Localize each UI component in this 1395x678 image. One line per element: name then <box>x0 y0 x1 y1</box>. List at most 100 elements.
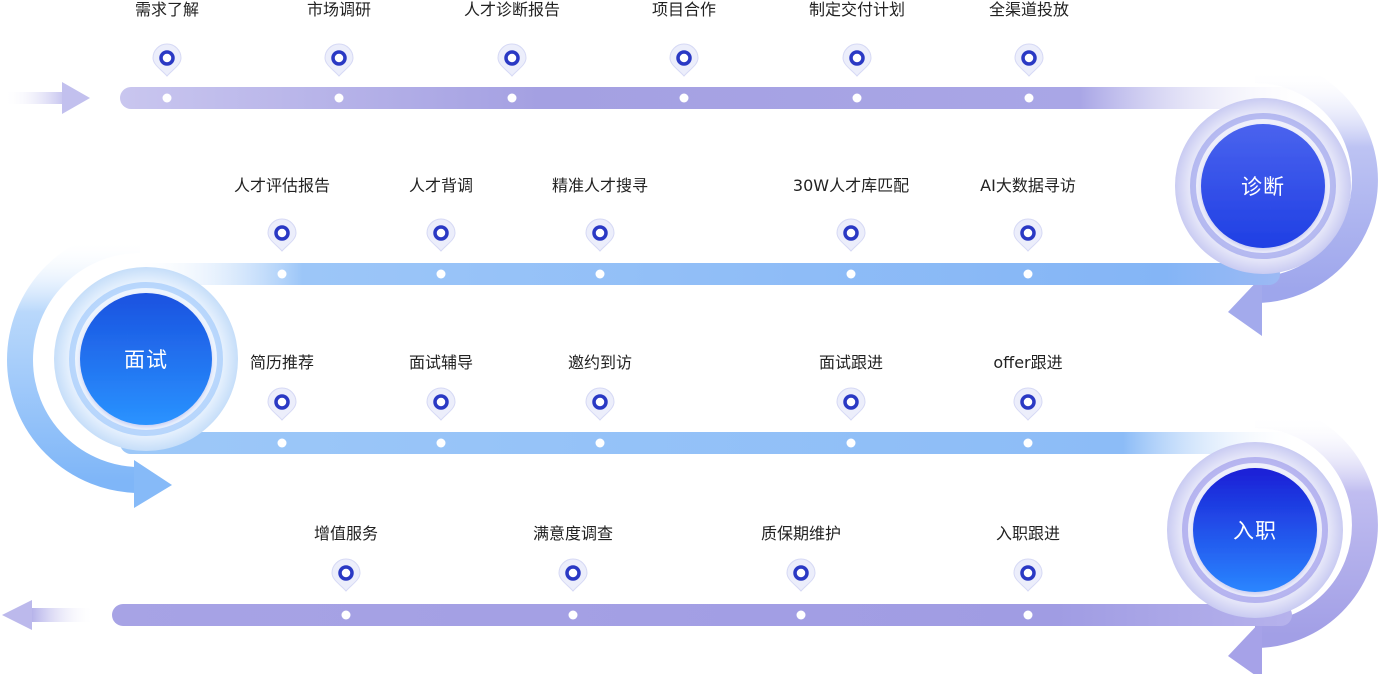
step-label: 质保期维护 <box>760 524 842 543</box>
pin-center <box>159 50 175 66</box>
step-marker <box>558 558 588 620</box>
step-label: 项目合作 <box>651 0 717 19</box>
step-marker <box>836 218 866 279</box>
pin-center <box>274 225 290 241</box>
pin-center <box>1020 394 1036 410</box>
step-label: 满意度调查 <box>532 524 614 543</box>
track-dot <box>1023 438 1033 448</box>
step-marker <box>786 558 816 620</box>
steps-layer <box>152 43 1044 620</box>
step-label: 制定交付计划 <box>808 0 906 19</box>
stage-node-onboard <box>1167 442 1343 618</box>
pin-center <box>331 50 347 66</box>
stage-core <box>1193 468 1317 592</box>
track-dot <box>436 438 446 448</box>
step-label: 面试跟进 <box>818 353 884 372</box>
stage-ring <box>1190 113 1336 259</box>
step-marker <box>497 43 527 103</box>
track-dot <box>796 610 806 620</box>
stage-core <box>1201 124 1325 248</box>
step-label: 30W人才库匹配 <box>792 176 910 195</box>
track-dot <box>162 93 172 103</box>
step-marker <box>152 43 182 103</box>
track-dot <box>852 93 862 103</box>
step-label: offer跟进 <box>993 353 1063 372</box>
track-dot <box>277 438 287 448</box>
step-marker <box>331 558 361 620</box>
pin-center <box>1020 225 1036 241</box>
pin-center <box>849 50 865 66</box>
step-marker <box>669 43 699 103</box>
step-label: 入职跟进 <box>995 524 1061 543</box>
pin-center <box>338 565 354 581</box>
track-dot <box>595 438 605 448</box>
stage-ring <box>1182 457 1328 603</box>
track-dot <box>277 269 287 279</box>
step-label: 全渠道投放 <box>988 0 1070 19</box>
pin-center <box>504 50 520 66</box>
track-dot <box>1023 610 1033 620</box>
step-marker <box>1014 43 1044 103</box>
step-label: 面试辅导 <box>408 353 474 372</box>
step-marker <box>585 387 615 448</box>
pin-center <box>843 225 859 241</box>
track-row-4 <box>112 604 1292 626</box>
step-label: 增值服务 <box>313 524 379 543</box>
step-label: 简历推荐 <box>249 353 315 372</box>
track-dot <box>568 610 578 620</box>
step-label: 需求了解 <box>134 0 200 19</box>
track-dot <box>846 269 856 279</box>
step-label: 精准人才搜寻 <box>551 176 649 195</box>
track-row-3 <box>120 432 1300 454</box>
pin-center <box>433 225 449 241</box>
step-marker <box>426 387 456 448</box>
track-dot <box>341 610 351 620</box>
pin-center <box>565 565 581 581</box>
pin-center <box>274 394 290 410</box>
stages-layer <box>54 98 1351 618</box>
pin-center <box>592 225 608 241</box>
pin-center <box>843 394 859 410</box>
stage-core <box>80 293 212 425</box>
pin-center <box>592 394 608 410</box>
track-dot <box>846 438 856 448</box>
step-marker <box>426 218 456 279</box>
step-marker <box>842 43 872 103</box>
track-row-1 <box>120 87 1320 109</box>
stage-label-interview: 面试 <box>124 348 168 372</box>
stage-node-interview <box>54 267 238 451</box>
pin-center <box>1021 50 1037 66</box>
pin-center <box>676 50 692 66</box>
track-dot <box>507 93 517 103</box>
step-marker <box>1013 218 1043 279</box>
step-marker <box>267 387 297 448</box>
stage-ring <box>69 282 223 436</box>
step-marker <box>1013 387 1043 448</box>
stage-label-onboard: 入职 <box>1233 519 1277 543</box>
track-row-2 <box>130 263 1280 285</box>
track-dot <box>595 269 605 279</box>
step-label: AI大数据寻访 <box>980 176 1076 195</box>
stage-label-diagnose: 诊断 <box>1241 175 1285 199</box>
track-dot <box>436 269 446 279</box>
step-marker <box>836 387 866 448</box>
track-dot <box>334 93 344 103</box>
pin-center <box>1020 565 1036 581</box>
pin-center <box>793 565 809 581</box>
connector-arc-right-top <box>1228 57 1378 336</box>
entry-arrow <box>4 82 90 114</box>
connector-arc-right-bottom <box>1228 402 1378 678</box>
step-marker <box>585 218 615 279</box>
stage-node-diagnose <box>1175 98 1351 274</box>
step-marker <box>267 218 297 279</box>
pin-center <box>433 394 449 410</box>
step-label: 人才背调 <box>408 176 474 195</box>
step-label: 市场调研 <box>306 0 372 19</box>
track-dot <box>1024 93 1034 103</box>
track-dot <box>1023 269 1033 279</box>
connector-arc-left <box>7 227 172 508</box>
step-label: 人才评估报告 <box>233 176 331 195</box>
step-marker <box>1013 558 1043 620</box>
exit-arrow <box>2 600 94 630</box>
